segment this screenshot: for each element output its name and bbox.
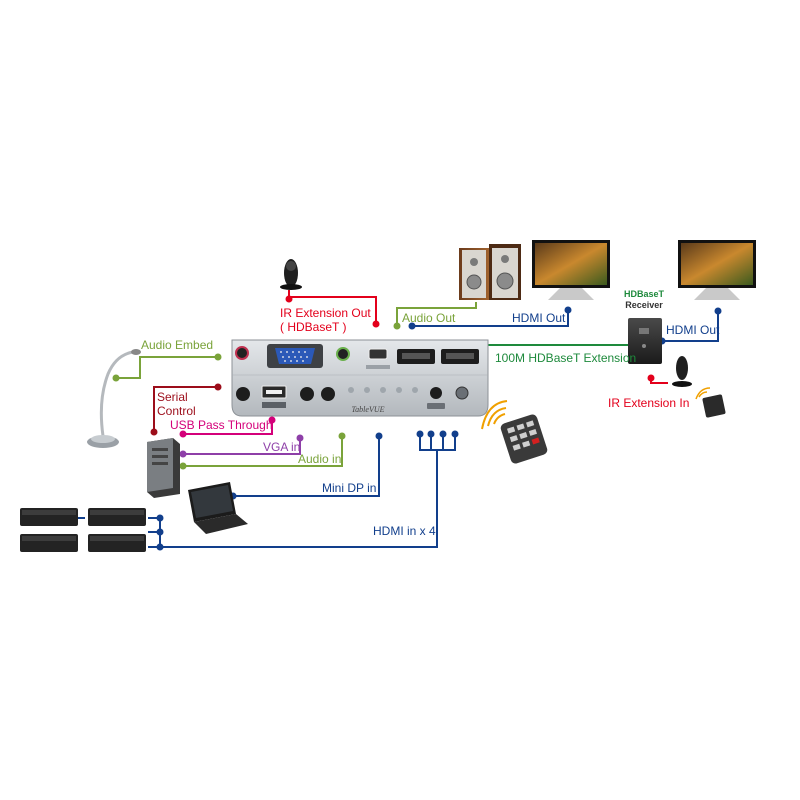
label-audio-in: Audio in: [298, 452, 341, 466]
serial-control-dot-right: [214, 383, 222, 391]
device-brand: TableVUE: [351, 405, 384, 414]
label-ir-extension-out: IR Extension Out: [280, 306, 371, 320]
hdmi-in-dot-1: [416, 430, 424, 438]
tablevue-switcher: TableVUE: [231, 339, 489, 417]
label-hdmi-out-1: HDMI Out: [512, 311, 566, 325]
laptop-icon: [188, 482, 248, 534]
label-audio-embed: Audio Embed: [141, 338, 213, 352]
jack-icon-1: [300, 387, 314, 401]
audio-out-dot: [393, 322, 401, 330]
label-ir-extension-in: IR Extension In: [608, 396, 689, 410]
serial-control-dot-left: [150, 428, 158, 436]
jack-icon-2: [321, 387, 335, 401]
hdmi-out-2-dot: [714, 307, 722, 315]
audio-embed-dot-left: [112, 374, 120, 382]
ir-extension-out-dot: [285, 295, 293, 303]
ir-extension-out-line: [288, 290, 377, 322]
vga-port-icon: [267, 344, 323, 368]
hdmi-out-1-line: [412, 312, 569, 327]
label-serial-2: Control: [157, 404, 196, 418]
gooseneck-microphone-icon: [87, 349, 141, 448]
mini-dp-in-dot-right: [375, 432, 383, 440]
monitor-2-icon: [678, 240, 756, 300]
pc-tower-icon: [147, 438, 180, 498]
label-audio-out: Audio Out: [402, 311, 456, 325]
hdmi-out-2-line: [662, 313, 719, 342]
hdmi-in-dot-4: [451, 430, 459, 438]
ir-emitter-icon: [280, 259, 302, 290]
audio-embed-dot-right: [214, 353, 222, 361]
power-button-icon: [455, 386, 469, 400]
vga-in-dot-right: [296, 434, 304, 442]
hdbaset-receiver-icon: [628, 318, 662, 364]
keypad-remote-icon: [481, 400, 548, 464]
label-hdmi-out-2: HDMI Out: [666, 323, 720, 337]
led-indicators: [348, 387, 418, 393]
label-vga-in: VGA in: [263, 440, 300, 454]
label-hdbaset-paren: ( HDBaseT ): [280, 320, 346, 334]
label-hdbaset-extension: 100M HDBaseT Extension: [495, 351, 636, 365]
vga-in-line: [183, 440, 301, 455]
usb-pass-through-dot-left: [179, 430, 187, 438]
hdmi-in-source-dot-3: [156, 543, 164, 551]
hdmi-output-ports-icon: [397, 349, 479, 364]
label-usb-pass-through: USB Pass Through: [170, 418, 273, 432]
media-player-2-icon: [88, 508, 146, 526]
media-player-3-icon: [20, 534, 78, 552]
select-button-icon: [430, 387, 442, 399]
ir-receiver-icon: [672, 356, 692, 387]
serial-jack-icon: [236, 387, 250, 401]
media-player-4-icon: [88, 534, 146, 552]
label-hdbaset-receiver-2: Receiver: [625, 300, 663, 310]
hdmi-in-source-dot-2: [156, 528, 164, 536]
ir-extension-in-dot: [647, 374, 655, 382]
audio-embed-line: [116, 356, 218, 379]
hdmi-in-dot-3: [439, 430, 447, 438]
label-hdmi-in-x4: HDMI in x 4: [373, 524, 436, 538]
label-mini-dp-in: Mini DP in: [322, 481, 376, 495]
audio-out-line: [396, 302, 477, 326]
monitor-1-icon: [532, 240, 610, 300]
usb-pass-through-dot-right: [268, 416, 276, 424]
media-player-1-icon: [20, 508, 78, 526]
audio-in-dot-right: [338, 432, 346, 440]
audio-in-dot-left: [179, 462, 187, 470]
audio-in-line: [183, 438, 343, 467]
ir-extension-out-port-dot: [372, 320, 380, 328]
hdmi-in-dot-2: [427, 430, 435, 438]
speakers-icon: [459, 244, 521, 300]
ir-remote-small-icon: [695, 387, 726, 418]
audio-in-jack-icon: [336, 347, 350, 361]
hdmi-out-1-port-dot: [408, 322, 416, 330]
mini-dp-port-icon: [368, 348, 388, 360]
label-serial-1: Serial: [157, 390, 188, 404]
label-hdbaset-receiver-1: HDBaseT: [624, 289, 665, 299]
mini-dp-in-line: [233, 438, 380, 497]
usb-pass-through-line: [183, 422, 273, 435]
hdmi-in-source-dot-1: [156, 514, 164, 522]
hdmi-out-1-dot: [564, 306, 572, 314]
serial-control-line: [153, 386, 218, 432]
vga-in-dot-left: [179, 450, 187, 458]
audio-embed-jack-icon: [235, 346, 249, 360]
